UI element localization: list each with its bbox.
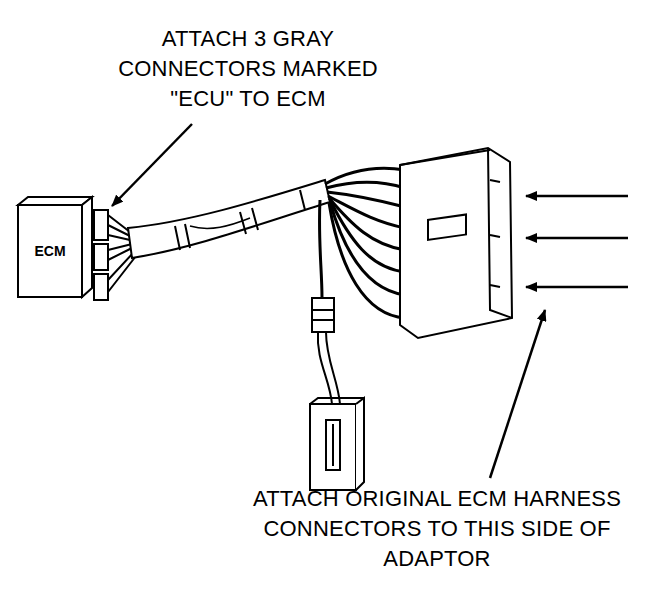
callout-note: ATTACH 3 GRAY CONNECTORS MARKED "ECU" TO… [108, 24, 388, 114]
ecu-connectors [94, 210, 136, 300]
harness-wires [325, 168, 405, 318]
adaptor-block [400, 148, 512, 338]
branch-connector [310, 200, 364, 490]
callout-note: ATTACH ORIGINAL ECM HARNESS CONNECTORS T… [222, 484, 652, 574]
ecm-box: ECM [18, 205, 82, 297]
ecm-module [18, 197, 92, 297]
harness-tube [128, 180, 330, 258]
node-label: ECM [34, 243, 65, 259]
leader-arrows [112, 124, 628, 478]
